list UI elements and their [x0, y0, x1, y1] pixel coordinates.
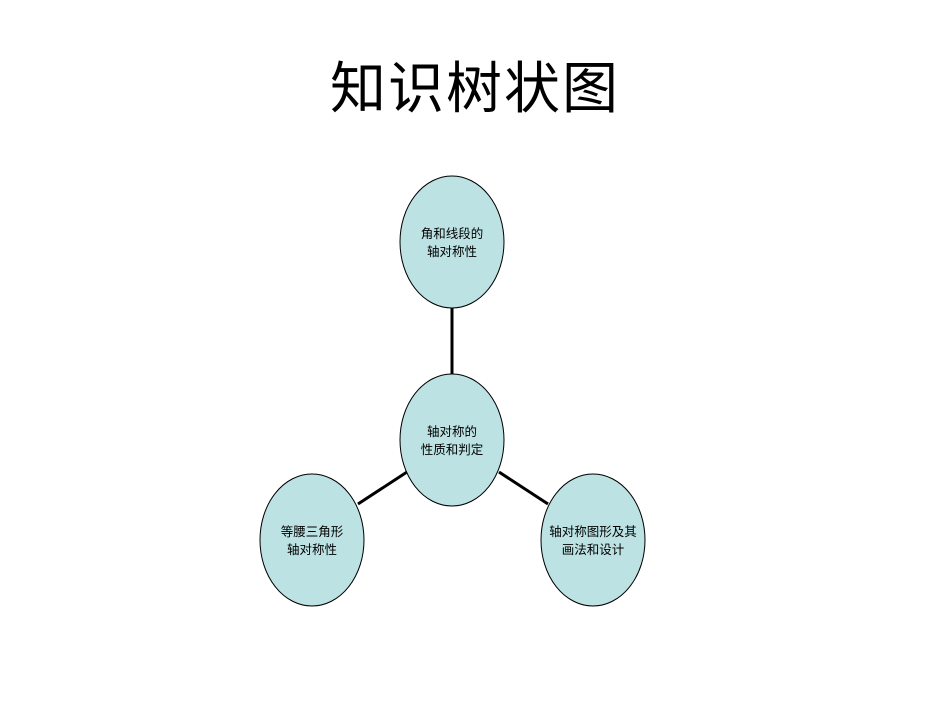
node-center: 轴对称的 性质和判定 [399, 373, 505, 507]
node-right-line-1: 轴对称图形及其 [549, 524, 637, 539]
node-left: 等腰三角形 轴对称性 [259, 473, 365, 607]
node-top-line-2: 轴对称性 [427, 244, 477, 259]
connector-left [357, 470, 408, 506]
node-center-line-2: 性质和判定 [421, 442, 484, 457]
node-left-line-1: 等腰三角形 [281, 524, 344, 539]
page-title: 知识树状图 [330, 57, 620, 122]
node-top-line-1: 角和线段的 [421, 226, 484, 241]
node-right: 轴对称图形及其 画法和设计 [540, 473, 646, 607]
node-center-line-1: 轴对称的 [427, 424, 477, 439]
node-right-line-2: 画法和设计 [562, 542, 625, 557]
node-top: 角和线段的 轴对称性 [399, 175, 505, 309]
node-left-line-2: 轴对称性 [287, 542, 337, 557]
connector-right [498, 470, 549, 506]
